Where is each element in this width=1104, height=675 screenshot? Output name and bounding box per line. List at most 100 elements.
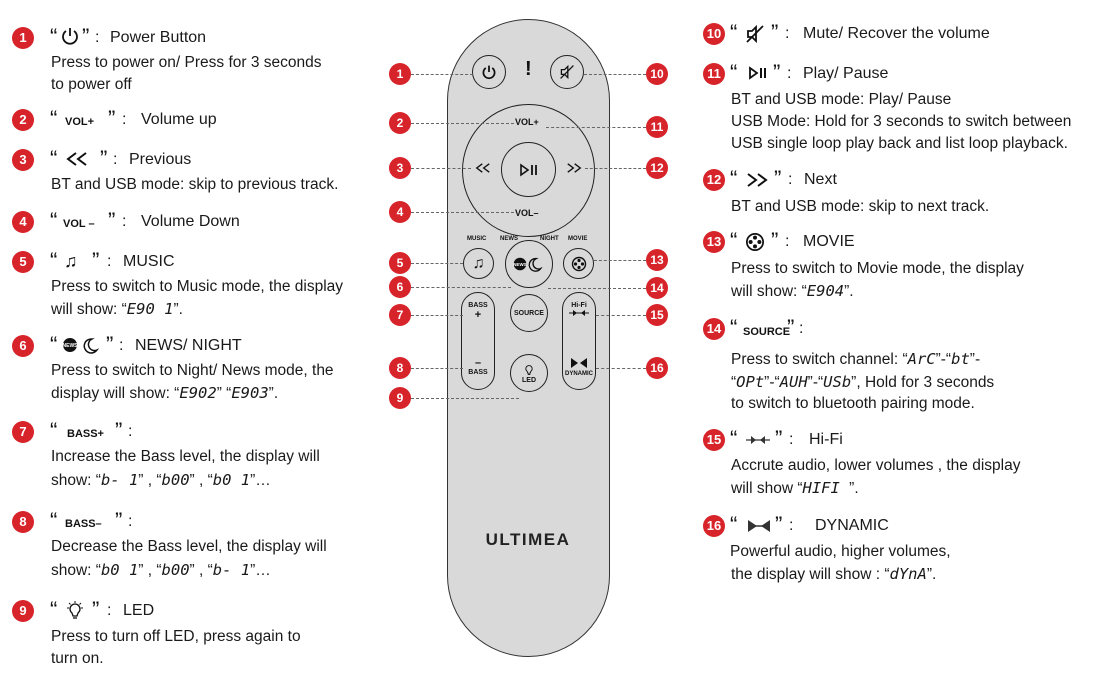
vol-up-button[interactable]: VOL+ — [515, 117, 539, 127]
dynamic-icon — [747, 519, 771, 533]
svg-text:NEWS: NEWS — [513, 262, 527, 267]
play-pause-button[interactable] — [501, 142, 556, 197]
item-desc-line: Accrute audio, lower volumes , the displ… — [731, 457, 1021, 474]
item-title: Hi-Fi — [809, 431, 843, 448]
callout-dot-1: 1 — [389, 63, 411, 85]
callout-dot-8: 8 — [389, 357, 411, 379]
bass-rocker — [461, 292, 495, 390]
news-night-button[interactable]: NEWS — [505, 240, 553, 288]
indicator-light: ! — [525, 58, 532, 80]
callout-number: 5 — [12, 251, 34, 273]
hifi-icon — [566, 309, 592, 319]
next-button[interactable] — [561, 155, 587, 181]
item-title: Next — [804, 171, 837, 188]
callout-leader — [411, 212, 514, 213]
callout-number: 10 — [703, 23, 725, 45]
legend-item-14: 14 “ SOURCE ” : Press to switch channel:… — [703, 316, 1098, 416]
callout-dot-11: 11 — [646, 116, 668, 138]
legend-item-16: 16 “ ” : DYNAMIC Powerful audio, higher … — [703, 513, 1098, 587]
callout-leader — [584, 74, 646, 75]
item-desc-line: to switch to bluetooth pairing mode. — [731, 395, 975, 412]
item-title: Volume up — [141, 111, 217, 128]
movie-label: MOVIE — [568, 236, 588, 242]
item-desc-line: will show “HIFI ”. — [731, 479, 859, 497]
led-button[interactable]: LED — [510, 354, 548, 392]
legend-item-1: 1 “ ” : Power Button Press to power on/ … — [12, 25, 392, 95]
play-pause-icon — [748, 66, 768, 80]
callout-dot-6: 6 — [389, 276, 411, 298]
movie-icon — [745, 232, 765, 252]
bass-plus-button[interactable]: BASS+ — [468, 302, 488, 321]
led-icon — [64, 600, 86, 622]
vol-down-label: VOL – — [63, 218, 95, 230]
news-night-icon: NEWS — [62, 336, 102, 354]
callout-leader — [585, 168, 646, 169]
hifi-icon — [745, 435, 771, 445]
item-title: DYNAMIC — [815, 517, 889, 534]
item-desc-line: display will show: “E902” “E903”. — [51, 384, 279, 402]
dynamic-button[interactable]: DYNAMIC — [563, 357, 595, 377]
item-desc-line: Press to switch channel: “ArC”-“bt”- — [731, 350, 981, 368]
callout-number: 16 — [703, 515, 725, 537]
item-desc-line: USB single loop play back and list loop … — [731, 135, 1068, 152]
item-desc-line: the display will show : “dYnA”. — [731, 565, 937, 583]
legend-item-9: 9 “ ” : LED Press to turn off LED, press… — [12, 598, 392, 670]
next-icon — [744, 172, 770, 188]
callout-number: 3 — [12, 149, 34, 171]
item-desc-line: USB Mode: Hold for 3 seconds to switch b… — [731, 113, 1072, 130]
sound-mode-rocker — [562, 292, 596, 390]
item-desc-line: will show: “E90 1”. — [51, 300, 183, 318]
item-title: Previous — [129, 151, 192, 168]
callout-dot-5: 5 — [389, 252, 411, 274]
callout-dot-2: 2 — [389, 112, 411, 134]
music-note-icon: ♫ — [64, 251, 78, 271]
brand-logo-text: ULTIMEA — [485, 530, 571, 549]
callout-dot-7: 7 — [389, 304, 411, 326]
item-desc-line: Press to turn off LED, press again to — [51, 628, 301, 645]
callout-dot-14: 14 — [646, 277, 668, 299]
mute-button[interactable] — [550, 55, 584, 89]
callout-number: 14 — [703, 318, 725, 340]
item-desc-line: turn on. — [51, 650, 104, 667]
item-desc-line: BT and USB mode: Play/ Pause — [731, 91, 952, 108]
legend-item-8: 8 “ BASS– ” : Decrease the Bass level, t… — [12, 509, 392, 581]
callout-leader — [411, 123, 514, 124]
source-button[interactable]: SOURCE — [510, 294, 548, 332]
music-button[interactable]: ♫ — [463, 248, 494, 279]
callout-number: 13 — [703, 231, 725, 253]
power-button[interactable] — [472, 55, 506, 89]
legend-item-11: 11 “ ” : Play/ Pause BT and USB mode: Pl… — [703, 61, 1098, 157]
callout-dot-15: 15 — [646, 304, 668, 326]
legend-item-15: 15 “ ” : Hi-Fi Accrute audio, lower volu… — [703, 427, 1098, 501]
bass-plus-label: BASS+ — [67, 428, 104, 440]
item-title: Mute/ Recover the volume — [803, 25, 990, 42]
callout-leader — [411, 263, 463, 264]
item-desc-line: Press to switch to Night/ News mode, the — [51, 362, 334, 379]
callout-dot-3: 3 — [389, 157, 411, 179]
music-label: MUSIC — [467, 236, 487, 242]
item-title: Volume Down — [141, 213, 240, 230]
movie-button[interactable] — [563, 248, 594, 279]
callout-leader — [411, 168, 471, 169]
item-desc-line: show: “b- 1” , “b00” , “b0 1”… — [51, 471, 271, 489]
callout-dot-12: 12 — [646, 157, 668, 179]
source-label: SOURCE — [743, 326, 791, 338]
item-desc-line: to power off — [51, 76, 132, 93]
vol-down-button[interactable]: VOL– — [515, 208, 539, 218]
bass-minus-button[interactable]: –BASS — [468, 357, 488, 376]
item-title: Power Button — [110, 29, 207, 46]
previous-button[interactable] — [470, 155, 496, 181]
callout-leader — [411, 368, 463, 369]
callout-leader — [411, 398, 519, 399]
item-desc-line: Press to power on/ Press for 3 seconds — [51, 54, 322, 71]
callout-leader — [411, 287, 511, 288]
item-title: MOVIE — [803, 233, 855, 250]
hifi-button[interactable]: Hi-Fi — [566, 302, 592, 319]
mute-icon — [745, 24, 765, 44]
callout-leader — [546, 127, 646, 128]
svg-text:NEWS: NEWS — [63, 343, 79, 349]
callout-number: 1 — [12, 27, 34, 49]
callout-leader — [596, 368, 646, 369]
callout-number: 4 — [12, 211, 34, 233]
item-desc-line: Increase the Bass level, the display wil… — [51, 448, 320, 465]
